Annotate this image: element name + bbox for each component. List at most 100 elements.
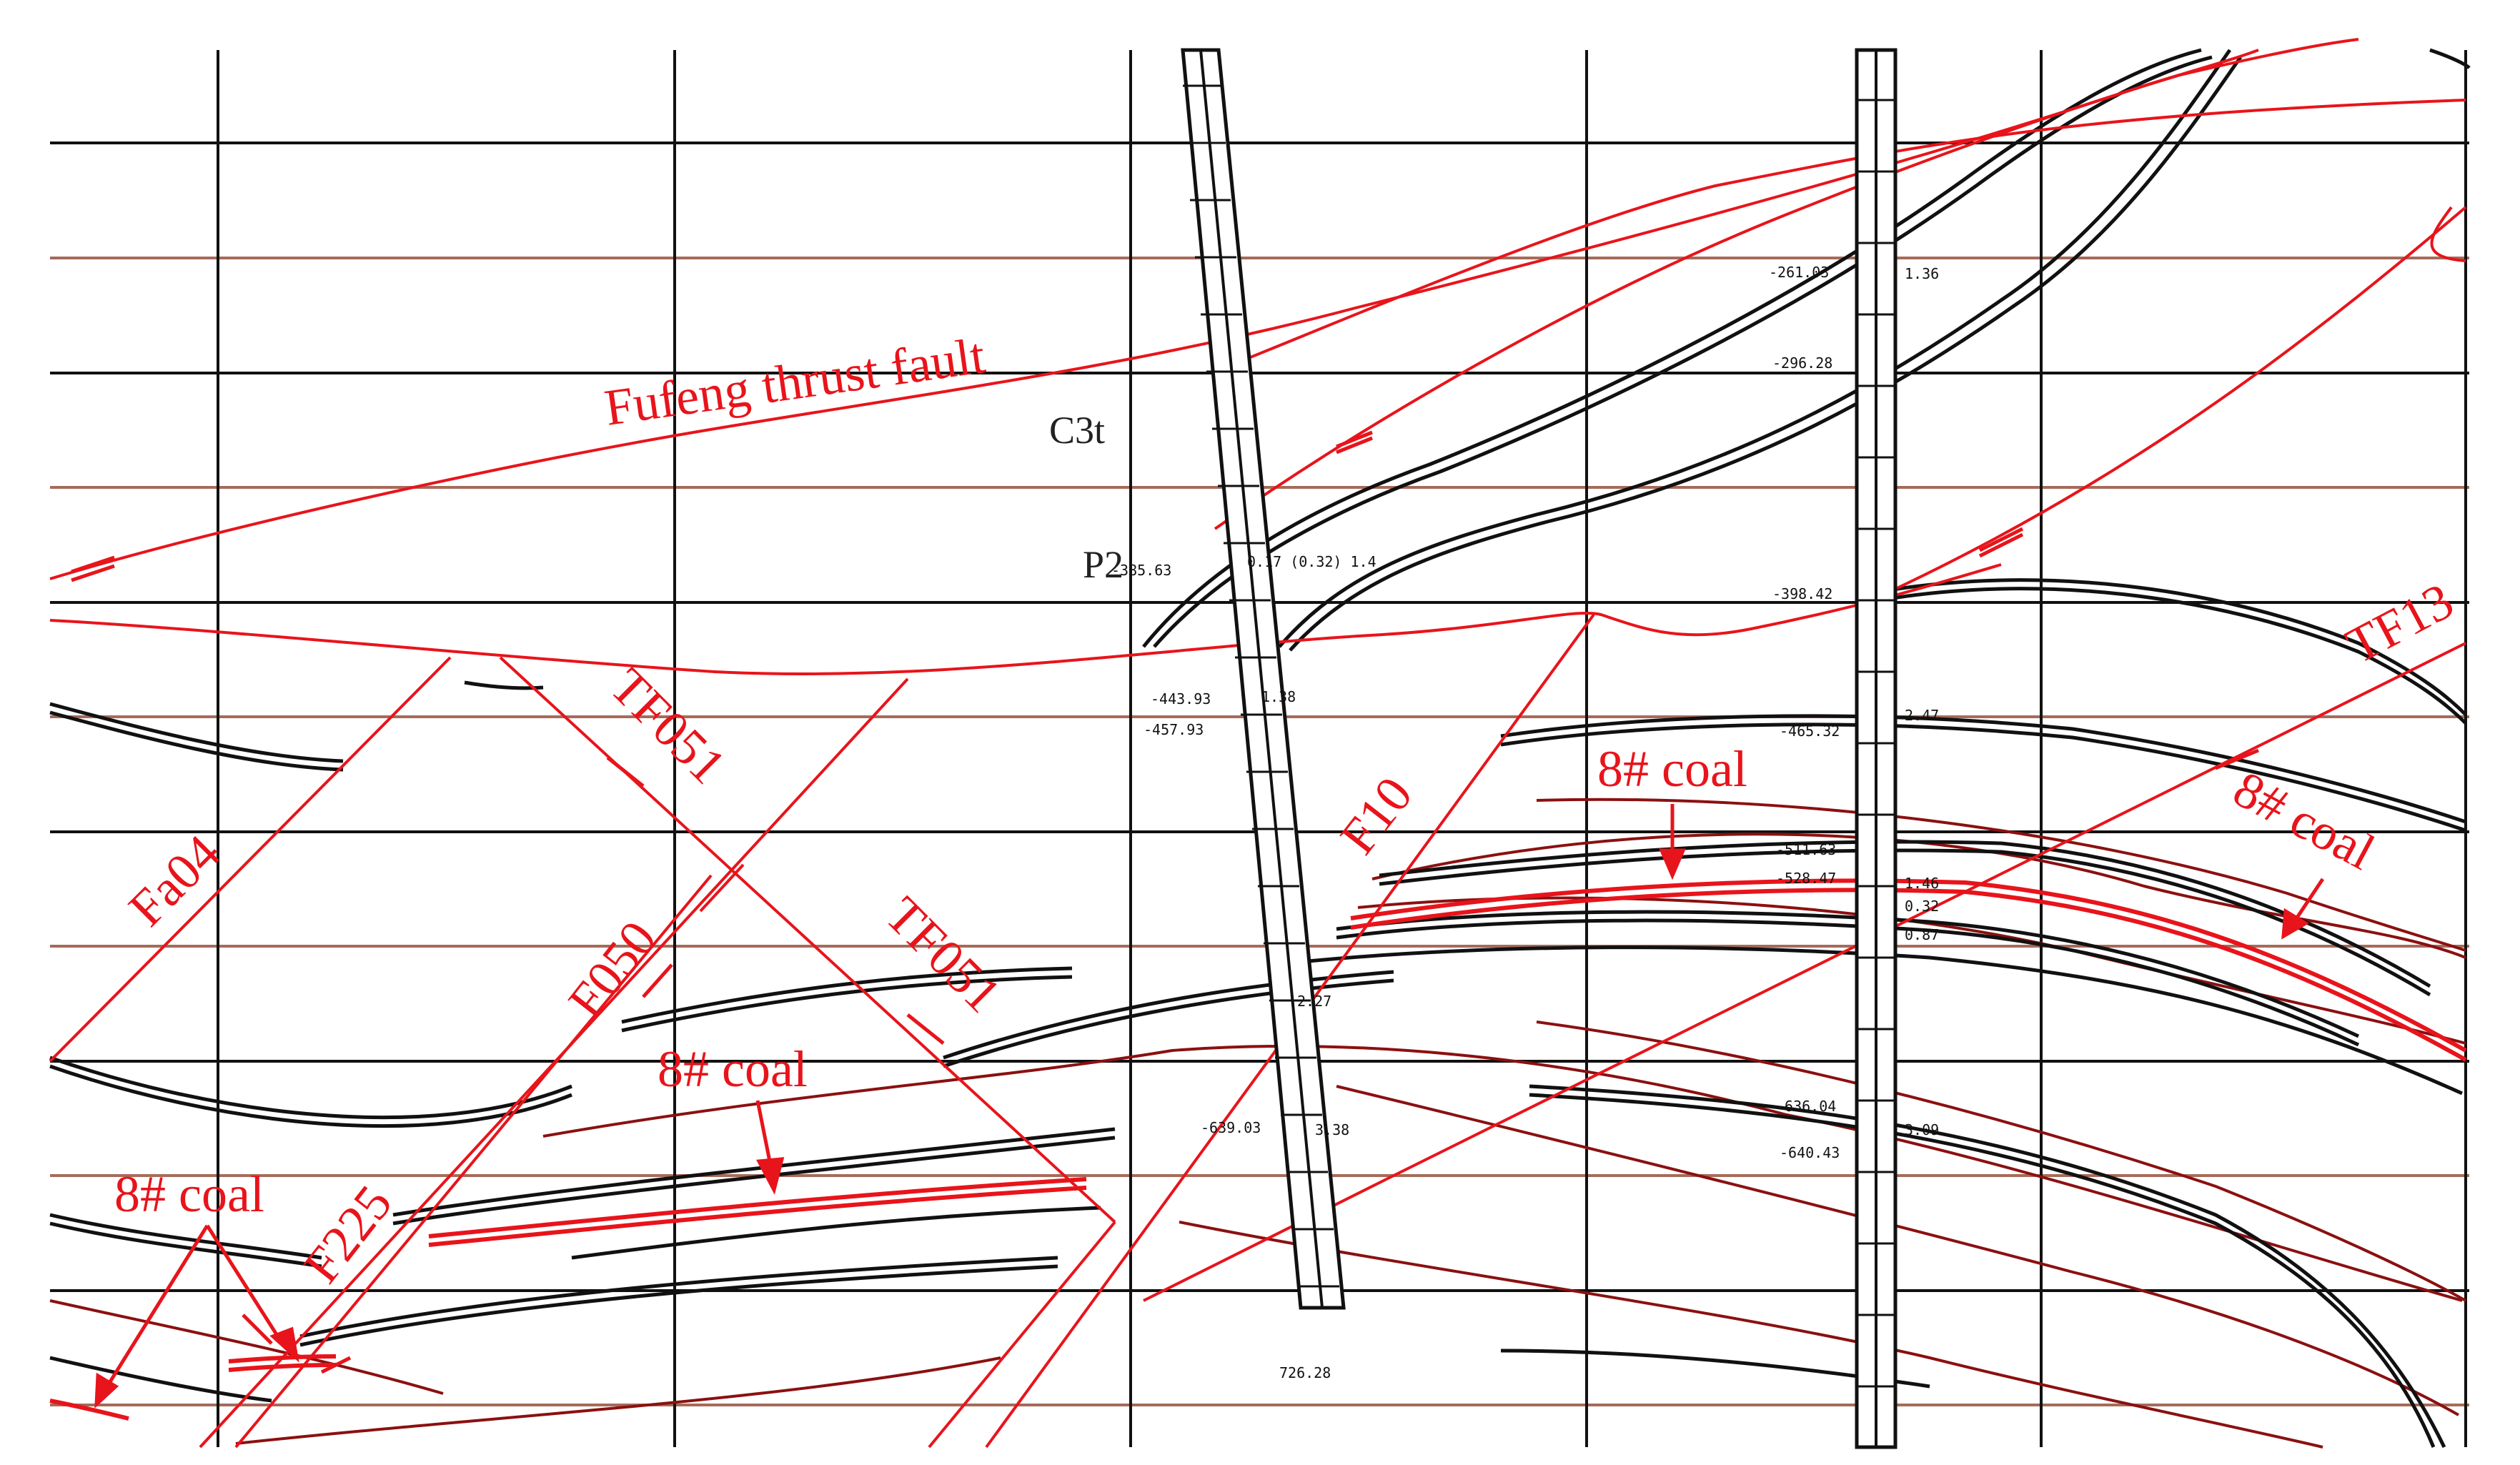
fault-arrows: [71, 430, 2259, 1374]
strata-line: [1529, 1084, 2446, 1449]
borehole-annotation: -639.03: [1201, 1119, 1261, 1136]
fault-fa04: [49, 656, 452, 1063]
strata-line: [49, 1356, 272, 1403]
coal-arrow-left-shaft-b: [205, 1224, 284, 1345]
contour-line: [542, 1045, 2463, 1302]
strata-line: [49, 1213, 322, 1260]
label-fault-fa04: Fa04: [118, 824, 231, 937]
strata-lines: [49, 48, 2471, 1449]
fault-arrow: [1978, 527, 2024, 552]
fault-arrow: [71, 555, 115, 574]
contour-line: [1357, 896, 2466, 1045]
fault-tf13-b: [1143, 1178, 1387, 1302]
coal-arrow-center-head: [1659, 848, 1686, 880]
strata-line: [49, 1056, 572, 1120]
label-fault-tf051-lower: TF051: [875, 886, 1012, 1023]
strata-line: [1142, 48, 2202, 648]
fault-f050-b: [699, 863, 745, 913]
strata-line: [2429, 48, 2471, 69]
strata-line: [49, 710, 344, 772]
fault-arrow: [1978, 532, 2024, 558]
strata-line: [1379, 848, 2431, 997]
fault-arrow: [1336, 436, 1373, 455]
label-fault-f10: F10: [1329, 766, 1424, 865]
strata-line: [1278, 49, 2232, 648]
borehole-annotation: -640.43: [1780, 1144, 1840, 1161]
coal-arrow-right-shaft: [2292, 878, 2325, 923]
strata-line: [571, 1206, 1101, 1260]
borehole-annotation: 3.38: [1315, 1121, 1349, 1138]
fault-arrow: [642, 963, 673, 998]
stratum-c3t: C3t: [1049, 409, 1105, 452]
contour-line: [49, 1299, 444, 1395]
coal-seam-line: [428, 1177, 1087, 1238]
coal-arrow-left-head-a: [94, 1372, 119, 1409]
borehole-annotation: -636.04: [1776, 1098, 1836, 1115]
strata-line: [621, 975, 1073, 1033]
coal-seam-line: [228, 1363, 337, 1372]
coal-seam-line: [1350, 878, 2467, 1053]
borehole-annotation: -443.93: [1151, 690, 1211, 707]
coal-seam-line: [228, 1354, 337, 1364]
borehole-annotation: 1.38: [1261, 688, 1296, 705]
label-fault-f050: F050: [557, 910, 668, 1029]
fault-f225: [234, 874, 713, 1449]
borehole-annotation: 0.17 (0.32) 1.4: [1247, 553, 1376, 570]
borehole-annotation: -398.42: [1772, 585, 1832, 602]
fault-arrow: [2215, 748, 2259, 770]
fault-arrow: [606, 756, 645, 788]
strata-line: [943, 970, 1394, 1060]
borehole-annotation: -528.47: [1776, 870, 1836, 887]
strata-line: [1289, 56, 2243, 652]
borehole-left: [1181, 48, 1346, 1310]
borehole-right-ticks: [1857, 99, 1895, 1388]
fault-arrow: [1336, 430, 1373, 449]
strata-line: [1379, 840, 2431, 988]
contour-line: [1336, 1085, 2459, 1416]
borehole-annotation: 3.09: [1905, 1121, 1939, 1138]
borehole-annotation: -296.28: [1772, 354, 1832, 372]
strata-line: [299, 1256, 1058, 1339]
borehole-left-ticks: [1183, 84, 1339, 1288]
label-fault-tf051-upper: TF051: [600, 657, 737, 795]
strata-line: [1879, 587, 2467, 725]
strata-line: [1307, 945, 2464, 1096]
borehole-left-axis: [1199, 49, 1324, 1308]
borehole-annotation: 1.36: [1905, 265, 1939, 282]
fault-arrow: [71, 564, 115, 582]
coal-arrow-left-shaft-c: [242, 1313, 273, 1345]
contour-line: [1536, 1020, 2466, 1302]
thrust-splay: [1214, 38, 2359, 530]
fault-tf051: [499, 656, 1116, 1223]
fault-tf13: [1386, 642, 2466, 1181]
label-fault-f225: F225: [293, 1175, 403, 1293]
fault-arrow: [906, 1013, 945, 1045]
coal-arrow-mid-head: [756, 1157, 785, 1195]
contour-line: [1179, 1221, 2323, 1449]
label-fault-tf13: TF13: [2337, 572, 2462, 675]
strata-line: [392, 1136, 1116, 1226]
strata-line: [1153, 55, 2213, 648]
thrust-splay: [1214, 99, 2466, 373]
borehole-annotation: 2.27: [1297, 993, 1331, 1010]
strata-line: [299, 1264, 1058, 1347]
coal-seams: [49, 878, 2467, 1421]
strata-line: [392, 1127, 1116, 1217]
grid-major-vertical: [217, 50, 2467, 1447]
coal-seam-line: [49, 1399, 129, 1421]
label-coal-left: 8# coal: [114, 1166, 264, 1223]
contour-line: [235, 1356, 1001, 1445]
label-coal-mid: 8# coal: [658, 1041, 808, 1098]
borehole-left-body: [1181, 48, 1346, 1310]
strata-line: [1529, 1093, 2436, 1448]
coal-arrow-right-head: [2281, 908, 2309, 940]
strata-line: [49, 702, 344, 763]
coal-arrows: [94, 804, 2325, 1409]
coal-arrow-left-shaft-a: [105, 1224, 209, 1388]
label-fufeng-thrust-fault: Fufeng thrust fault: [601, 327, 988, 437]
strata-line: [1500, 722, 2466, 833]
thrust-splay: [2430, 206, 2466, 262]
fufeng-fault-lower: [49, 563, 2002, 675]
borehole-annotation: -511.63: [1776, 841, 1836, 858]
